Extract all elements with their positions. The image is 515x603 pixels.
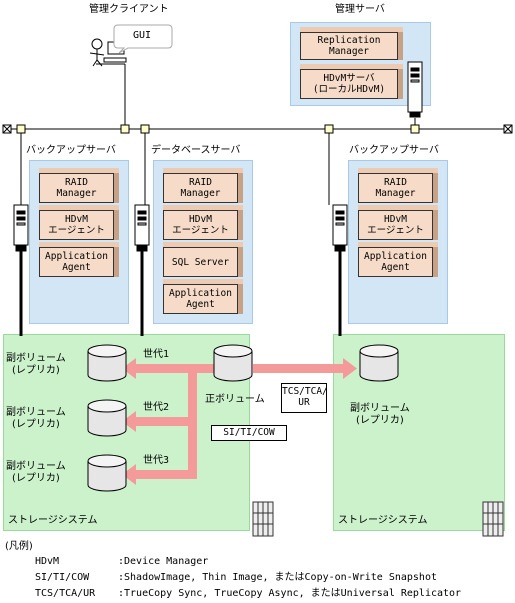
raid-manager-label: RAID Manager — [56, 177, 97, 199]
secondary-volume-label: 副ボリューム (レプリカ) — [6, 407, 66, 430]
legend-title: (凡例) — [5, 541, 33, 552]
hdvm-agent-label: HDvM エージェント — [367, 214, 424, 236]
legend-abbr-tcs-tca-ur: TCS/TCA/UR — [35, 588, 96, 599]
application-agent-label: Application Agent — [364, 251, 427, 273]
component-box: Application Agent — [358, 242, 438, 277]
secondary-volume-label: 副ボリューム (レプリカ) — [350, 403, 410, 426]
legend-desc-tcs-tca-ur: :TrueCopy Sync, TrueCopy Async, またはUnive… — [118, 588, 462, 599]
backup-server-left-label: バックアップサーバ — [26, 145, 116, 156]
application-agent-label: Application Agent — [169, 288, 232, 310]
secondary-volume-label: 副ボリューム (レプリカ) — [6, 353, 66, 376]
component-box: RAID Manager — [163, 168, 243, 203]
storage-system-left-label: ストレージシステム — [8, 515, 98, 526]
component-box: HDvM エージェント — [39, 205, 119, 240]
generation-1-label: 世代1 — [143, 349, 170, 360]
storage-chassis-icons — [252, 501, 504, 537]
gui-label: GUI — [133, 30, 152, 41]
mgmt-client-label: 管理クライアント — [89, 4, 169, 15]
generation-2-label: 世代2 — [143, 402, 170, 413]
raid-manager-label: RAID Manager — [180, 177, 221, 199]
raid-manager-label: RAID Manager — [375, 177, 416, 199]
component-box: RAID Manager — [39, 168, 119, 203]
storage-system-right-label: ストレージシステム — [338, 515, 428, 526]
replication-arrows — [122, 358, 357, 485]
component-box: Application Agent — [39, 242, 119, 277]
hdvm-agent-label: HDvM エージェント — [172, 214, 229, 236]
legend-abbr-si-ti-cow: SI/TI/COW — [35, 572, 90, 583]
application-agent-label: Application Agent — [45, 251, 108, 273]
replication-manager-label: Replication Manager — [317, 35, 381, 57]
backup-server-right-label: バックアップサーバ — [349, 145, 439, 156]
database-server-label: データベースサーバ — [151, 145, 241, 156]
component-box: HDvMサーバ (ローカルHDvM) — [300, 64, 403, 99]
server-tower-icons — [13, 61, 423, 252]
si-ti-cow-callout: SI/TI/COW — [211, 425, 287, 441]
primary-volume-label: 正ボリューム — [205, 394, 265, 405]
component-box: Replication Manager — [300, 27, 403, 60]
mgmt-server-label: 管理サーバ — [335, 4, 385, 15]
tcs-tca-ur-callout: TCS/TCA/ UR — [281, 383, 328, 413]
legend-desc-hdvm: :Device Manager — [118, 556, 209, 567]
hdvm-agent-label: HDvM エージェント — [48, 214, 105, 236]
component-box: HDvM エージェント — [358, 205, 438, 240]
sql-server-label: SQL Server — [171, 256, 230, 268]
secondary-volume-label: 副ボリューム (レプリカ) — [6, 461, 66, 484]
hdvm-server-label: HDvMサーバ (ローカルHDvM) — [312, 73, 386, 95]
legend-abbr-hdvm: HDvM — [35, 556, 60, 567]
generation-3-label: 世代3 — [143, 455, 170, 466]
legend-desc-si-ti-cow: :ShadowImage, Thin Image, またはCopy-on-Wri… — [118, 572, 437, 583]
component-box: Application Agent — [163, 279, 243, 314]
volume-cylinders — [87, 344, 399, 492]
component-box: HDvM エージェント — [163, 205, 243, 240]
component-box: SQL Server — [163, 242, 243, 277]
component-box: RAID Manager — [358, 168, 438, 203]
